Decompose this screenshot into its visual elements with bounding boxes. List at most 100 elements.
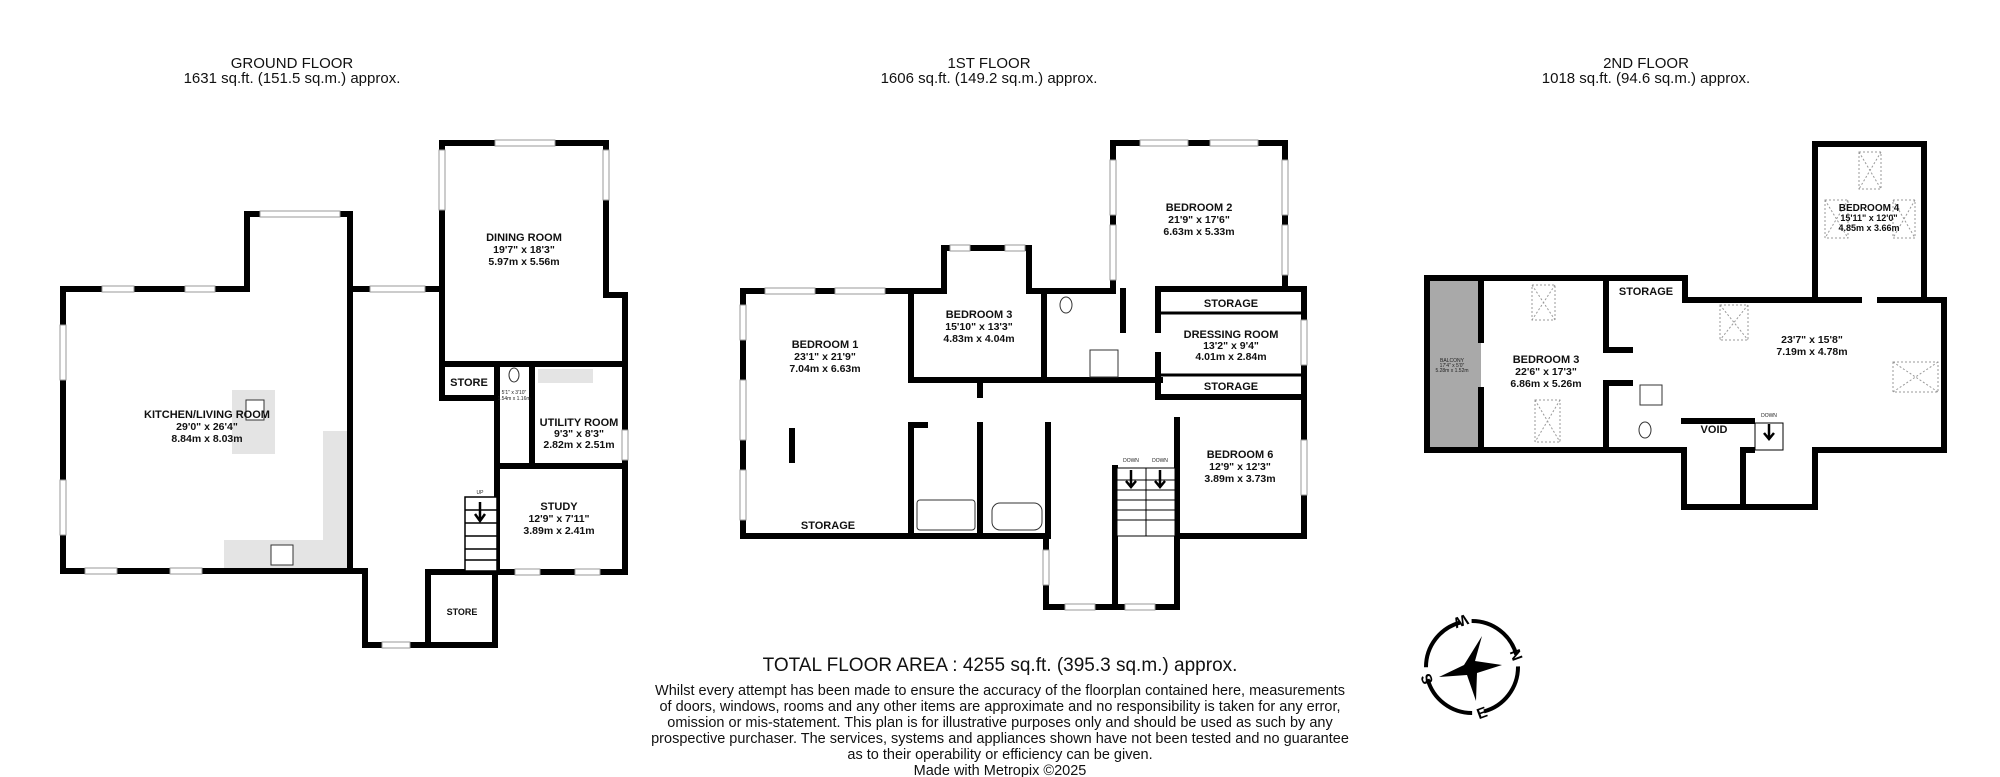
- window: [1300, 439, 1308, 496]
- wc-imperial: 5'1" x 3'10": [502, 390, 527, 396]
- second-floor-title: 2ND FLOOR: [1603, 55, 1689, 72]
- window: [59, 324, 67, 381]
- utility-room-metric: 2.82m x 2.51m: [543, 439, 614, 451]
- window: [1109, 224, 1117, 281]
- utility-counter: [538, 369, 593, 383]
- compass-east: E: [1475, 704, 1490, 723]
- window: [1281, 159, 1289, 216]
- bedroom-2-name: BEDROOM 2: [1166, 202, 1233, 214]
- landing-metric: 7.19m x 4.78m: [1776, 346, 1847, 358]
- bedroom-4-metric: 4.85m x 3.66m: [1838, 223, 1899, 233]
- wc-metric: 1.54m x 1.16m: [497, 396, 530, 402]
- first-floor-area: 1606 sq.ft. (149.2 sq.m.) approx.: [881, 70, 1098, 87]
- kitchen-living-room-imperial: 29'0" x 26'4": [176, 421, 238, 433]
- second-floor-area: 1018 sq.ft. (94.6 sq.m.) approx.: [1542, 70, 1750, 87]
- bedroom-2-metric: 6.63m x 5.33m: [1163, 226, 1234, 238]
- window: [764, 287, 816, 295]
- window: [739, 469, 747, 521]
- dressing-room-metric: 4.01m x 2.84m: [1195, 351, 1266, 363]
- bedroom-1-metric: 7.04m x 6.63m: [789, 363, 860, 375]
- balcony-imperial: 17'4" x 5'0": [1440, 363, 1465, 369]
- hob-icon: [245, 399, 265, 421]
- window: [1281, 224, 1289, 276]
- arrow-down-icon: [1154, 470, 1166, 489]
- window: [169, 567, 203, 575]
- void-name: VOID: [1701, 424, 1728, 436]
- window: [101, 285, 135, 293]
- window: [1300, 319, 1308, 366]
- window: [1064, 603, 1096, 611]
- disclaimer-line: of doors, windows, rooms and any other i…: [659, 699, 1340, 715]
- landing-imperial: 23'7" x 15'8": [1781, 334, 1843, 346]
- dining-room-imperial: 19'7" x 18'3": [493, 244, 555, 256]
- ground-floor-area: 1631 sq.ft. (151.5 sq.m.) approx.: [184, 70, 401, 87]
- window: [1139, 139, 1189, 147]
- bedroom-6-imperial: 12'9" x 12'3": [1209, 461, 1271, 473]
- stairs-label: DOWN: [1152, 458, 1168, 464]
- disclaimer-line: prospective purchaser. The services, sys…: [651, 731, 1349, 747]
- shower-icon: [1089, 349, 1119, 378]
- stairs-label: DOWN: [1761, 413, 1777, 419]
- compass-star: [1439, 636, 1502, 701]
- bedroom-3-imperial: 15'10" x 13'3": [945, 321, 1013, 333]
- dining-room-name: DINING ROOM: [486, 232, 562, 244]
- bedroom-1-imperial: 23'1" x 21'9": [794, 351, 856, 363]
- skylights: [1531, 151, 1939, 443]
- bedroom-4-name: BEDROOM 4: [1839, 203, 1900, 214]
- arrow-down-icon: [1125, 470, 1137, 489]
- total-floor-area: TOTAL FLOOR AREA : 4255 sq.ft. (395.3 sq…: [763, 655, 1238, 676]
- window: [739, 379, 747, 441]
- shower-icon: [916, 499, 976, 531]
- bedroom-4-imperial: 15'11" x 12'0": [1840, 213, 1897, 223]
- disclaimer-line: as to their operability or efficiency ca…: [847, 747, 1152, 763]
- arrow-down-icon: [1763, 424, 1775, 441]
- storage-name: STORAGE: [1619, 286, 1673, 298]
- stairs-label: DOWN: [1123, 458, 1139, 464]
- study-metric: 3.89m x 2.41m: [523, 525, 594, 537]
- utility-room-name: UTILITY ROOM: [540, 417, 619, 429]
- balcony-area: [1427, 279, 1481, 450]
- disclaimer-line: omission or mis-statement. This plan is …: [667, 715, 1333, 731]
- window: [369, 285, 426, 293]
- window: [739, 304, 747, 341]
- disclaimer: Whilst every attempt has been made to en…: [651, 683, 1349, 763]
- dressing-room-imperial: 13'2" x 9'4": [1203, 340, 1259, 352]
- window: [1109, 159, 1117, 216]
- window: [949, 244, 971, 252]
- window: [184, 285, 216, 293]
- kitchen-living-room-metric: 8.84m x 8.03m: [171, 433, 242, 445]
- storage-name: STORAGE: [1204, 298, 1258, 310]
- sink-icon: [270, 544, 294, 566]
- ground-floor-heading: GROUND FLOOR 1631 sq.ft. (151.5 sq.m.) a…: [184, 55, 401, 87]
- toilet-icon: [1638, 421, 1652, 439]
- bedroom-3-name: BEDROOM 3: [1513, 354, 1580, 366]
- window: [438, 149, 446, 211]
- stairs-label: UP: [477, 490, 485, 496]
- window: [259, 210, 341, 218]
- bedroom-3-imperial: 22'6" x 17'3": [1515, 366, 1577, 378]
- ground-floor-title: GROUND FLOOR: [231, 55, 354, 72]
- window: [602, 149, 610, 201]
- balcony-metric: 5.28m x 1.52m: [1435, 368, 1468, 374]
- credit: Made with Metropix ©2025: [914, 763, 1087, 777]
- bedroom-3-metric: 6.86m x 5.26m: [1510, 378, 1581, 390]
- window: [84, 567, 118, 575]
- window: [1042, 549, 1050, 586]
- compass-icon: W N E S: [1418, 610, 1526, 723]
- window: [574, 568, 601, 576]
- first-floor-plan: DOWN DOWN BEDROOM 1 23'1" x 21'9" 7.04m …: [739, 139, 1308, 611]
- kitchen-living-room-name: KITCHEN/LIVING ROOM: [144, 409, 270, 421]
- arrow-down-icon: [473, 502, 487, 524]
- storage-name: STORAGE: [1204, 381, 1258, 393]
- first-floor-title: 1ST FLOOR: [947, 55, 1030, 72]
- window: [1209, 139, 1259, 147]
- bedroom-3-metric: 4.83m x 4.04m: [943, 333, 1014, 345]
- window: [834, 287, 886, 295]
- bedroom-1-storage-name: STORAGE: [801, 520, 855, 532]
- second-floor-heading: 2ND FLOOR 1018 sq.ft. (94.6 sq.m.) appro…: [1542, 55, 1750, 87]
- bedroom-2-imperial: 21'9" x 17'6": [1168, 214, 1230, 226]
- window: [381, 641, 411, 649]
- store-name: STORE: [450, 377, 488, 389]
- balcony-name: BALCONY: [1440, 358, 1465, 364]
